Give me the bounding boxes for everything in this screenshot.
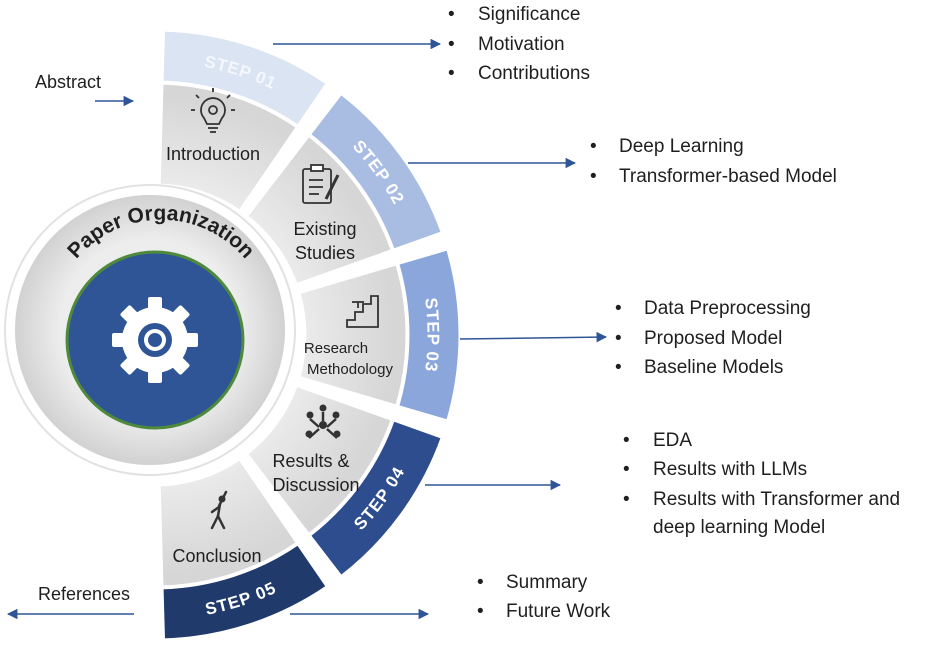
section-research-methodology: Research Methodology	[304, 295, 393, 378]
bullet-item: Baseline Models	[644, 357, 783, 378]
central-hub: Paper Organization	[4, 184, 296, 476]
section-label-line1: Results &	[272, 451, 349, 471]
people-circle-icon	[305, 404, 341, 439]
lightbulb-gear-icon	[191, 88, 235, 133]
section-label: Introduction	[166, 144, 260, 164]
section-conclusion: Conclusion	[172, 490, 262, 566]
bullets-step-01: • Significance • Motivation • Contributi…	[448, 4, 590, 84]
bullet-item: Data Preprocessing	[644, 298, 811, 319]
bullets-step-05: • Summary • Future Work	[477, 572, 611, 622]
svg-text:•: •	[590, 166, 597, 187]
bullet-item: Significance	[478, 4, 580, 25]
step-band-2	[307, 91, 445, 253]
abstract-label: Abstract	[35, 72, 101, 92]
bullets-step-04: • EDA • Results with LLMs • Results with…	[623, 430, 900, 538]
bullet-item: Contributions	[478, 63, 590, 84]
step-band-3	[395, 247, 462, 423]
references-label: References	[38, 584, 130, 604]
bullet-item: Transformer-based Model	[619, 166, 837, 187]
svg-text:•: •	[623, 430, 630, 451]
svg-text:•: •	[448, 63, 455, 84]
section-label-line2: Methodology	[307, 361, 393, 378]
svg-text:•: •	[448, 4, 455, 25]
step-band-1	[160, 28, 330, 129]
svg-text:•: •	[477, 601, 484, 622]
arrow-step-03	[459, 331, 608, 343]
svg-text:•: •	[615, 298, 622, 319]
gear-icon	[112, 297, 198, 383]
bullets-step-02: • Deep Learning • Transformer-based Mode…	[590, 136, 837, 187]
section-label: Conclusion	[172, 546, 261, 566]
staircase-icon	[346, 295, 379, 328]
section-results-discussion: Results & Discussion	[272, 404, 360, 495]
bullet-item: Deep Learning	[619, 136, 744, 157]
section-label-line1: Research	[304, 340, 368, 357]
section-introduction: Introduction	[166, 88, 260, 164]
svg-text:•: •	[615, 357, 622, 378]
svg-text:•: •	[590, 136, 597, 157]
clipboard-pencil-icon	[302, 164, 340, 204]
bullet-item: EDA	[653, 430, 692, 451]
section-label-line1: Existing	[293, 219, 356, 239]
bullet-item: Results with LLMs	[653, 459, 807, 480]
section-segment-3	[297, 261, 409, 409]
bullet-item: Proposed Model	[644, 328, 782, 349]
connector-arrows	[6, 38, 608, 620]
bullet-item-continued: deep learning Model	[653, 517, 825, 538]
bullet-item: Motivation	[478, 34, 565, 55]
bullet-item: Summary	[506, 572, 588, 593]
step-band-4	[307, 417, 445, 579]
step-label-3: STEP 03	[421, 297, 442, 374]
section-existing-studies: Existing Studies	[293, 164, 357, 263]
bullet-item: Future Work	[506, 601, 611, 622]
svg-text:•: •	[623, 489, 630, 510]
section-label-line2: Discussion	[272, 475, 359, 495]
climbing-person-icon	[210, 490, 228, 530]
svg-text:•: •	[448, 34, 455, 55]
step-band-5	[160, 541, 330, 642]
bullets-step-03: • Data Preprocessing • Proposed Model • …	[615, 298, 811, 378]
section-label-line2: Studies	[295, 243, 355, 263]
bullet-item: Results with Transformer and	[653, 489, 900, 510]
svg-text:•: •	[615, 328, 622, 349]
svg-text:•: •	[623, 459, 630, 480]
svg-text:•: •	[477, 572, 484, 593]
